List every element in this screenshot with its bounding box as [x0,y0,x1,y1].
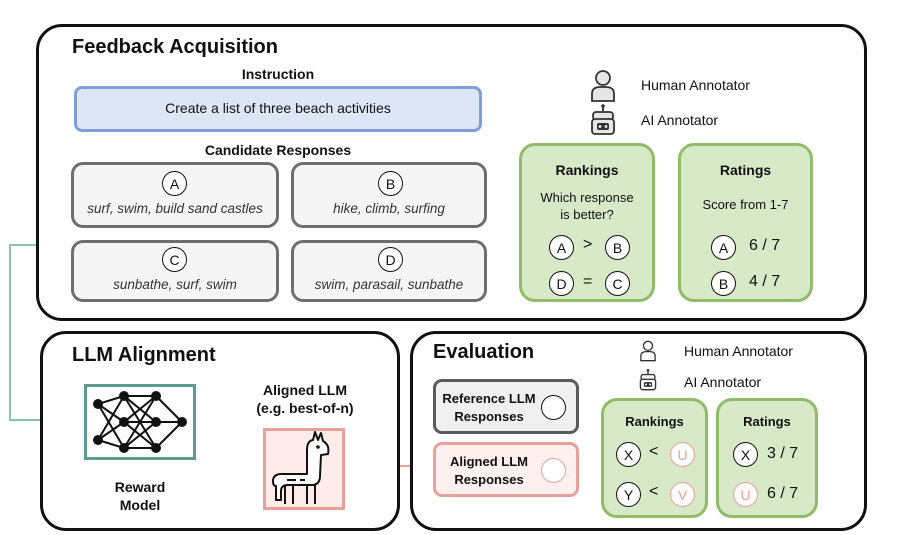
candidate-letter-c: C [162,247,187,272]
ranking-row1-op: > [583,236,593,253]
feedback-title: Feedback Acquisition [72,36,278,58]
human-annotator-icon [591,70,615,102]
feedback-rankings-question-1: Which response [540,190,634,205]
instruction-text: Create a list of three beach activities [165,100,391,116]
eval-rating-row2-letter: U [733,482,758,507]
instruction-label: Instruction [241,66,315,82]
eval-ranking-row2-left: Y [616,482,641,507]
eval-rankings-box: Rankings X < U Y < V [601,398,708,518]
candidate-text-c: sunbathe, surf, swim [113,277,237,292]
reference-responses-box: Reference LLM Responses [433,379,579,434]
reference-responses-label-2: Responses [454,409,524,424]
aligned-responses-label-2: Responses [454,472,524,487]
candidates-label: Candidate Responses [204,142,352,158]
eval-ranking-row1-right: U [670,442,695,467]
reference-response-circle [541,395,566,420]
feedback-ratings-subtitle: Score from 1-7 [702,197,789,212]
eval-ranking-row1-op: < [649,443,659,460]
candidate-text-a: surf, swim, build sand castles [87,201,263,216]
candidate-letter-d: D [378,247,403,272]
eval-ranking-row2-op: < [649,483,659,500]
candidate-text-b: hike, climb, surfing [333,201,445,216]
reference-responses-label-1: Reference LLM [442,391,536,406]
evaluation-title: Evaluation [433,341,535,363]
candidate-letter-b: B [378,171,403,196]
ranking-row2-right: C [605,271,630,296]
eval-rating-row2-score: 6 / 7 [767,485,799,502]
ai-annotator-label: AI Annotator [641,112,719,128]
ai-annotator-icon [591,104,615,135]
eval-ranking-row1-left: X [616,442,641,467]
eval-ratings-title: Ratings [743,414,791,429]
rating-row1-letter: A [711,235,736,260]
candidate-response-a: A surf, swim, build sand castles [71,162,279,228]
eval-rankings-title: Rankings [625,414,684,429]
ranking-row1-left: A [549,235,574,260]
candidate-letter-a: A [162,171,187,196]
human-annotator-label: Human Annotator [641,77,750,93]
aligned-responses-box: Aligned LLM Responses [433,442,579,497]
instruction-box [74,86,482,132]
rating-row2-letter: B [711,271,736,296]
reward-model-label-2: Model [119,497,161,513]
rating-row1-score: 6 / 7 [749,237,781,254]
aligned-llm-label-1: Aligned LLM [263,382,347,398]
rating-row2-score: 4 / 7 [749,273,781,290]
feedback-ratings-box: Ratings Score from 1-7 A 6 / 7 B 4 / 7 [678,143,813,302]
eval-ai-annotator-icon [639,369,657,391]
feedback-rankings-title: Rankings [555,162,619,178]
feedback-rankings-question-2: is better? [560,207,614,222]
candidate-response-b: B hike, climb, surfing [291,162,487,228]
eval-ranking-row2-right: V [670,482,695,507]
reward-model-network-icon [84,384,196,460]
alignment-title: LLM Alignment [72,344,216,366]
eval-ratings-box: Ratings X 3 / 7 U 6 / 7 [716,398,818,518]
candidate-response-c: C sunbathe, surf, swim [71,240,279,302]
ranking-row2-left: D [549,271,574,296]
candidate-text-d: swim, parasail, sunbathe [314,277,464,292]
feedback-ratings-title: Ratings [719,162,772,178]
eval-ai-annotator-label: AI Annotator [684,374,762,390]
eval-rating-row1-score: 3 / 7 [767,445,799,462]
eval-human-annotator-icon [640,340,656,362]
eval-human-annotator-label: Human Annotator [684,343,793,359]
candidate-response-d: D swim, parasail, sunbathe [291,240,487,302]
reward-model-label-1: Reward [114,479,166,495]
eval-rating-row1-letter: X [733,442,758,467]
aligned-llm-label-2: (e.g. best-of-n) [256,400,354,416]
llama-icon [263,428,345,510]
ranking-row2-op: = [583,273,593,290]
feedback-rankings-box: Rankings Which response is better? A > B… [519,143,655,302]
aligned-responses-label-1: Aligned LLM [450,454,528,469]
ranking-row1-right: B [605,235,630,260]
aligned-response-circle [541,458,566,483]
